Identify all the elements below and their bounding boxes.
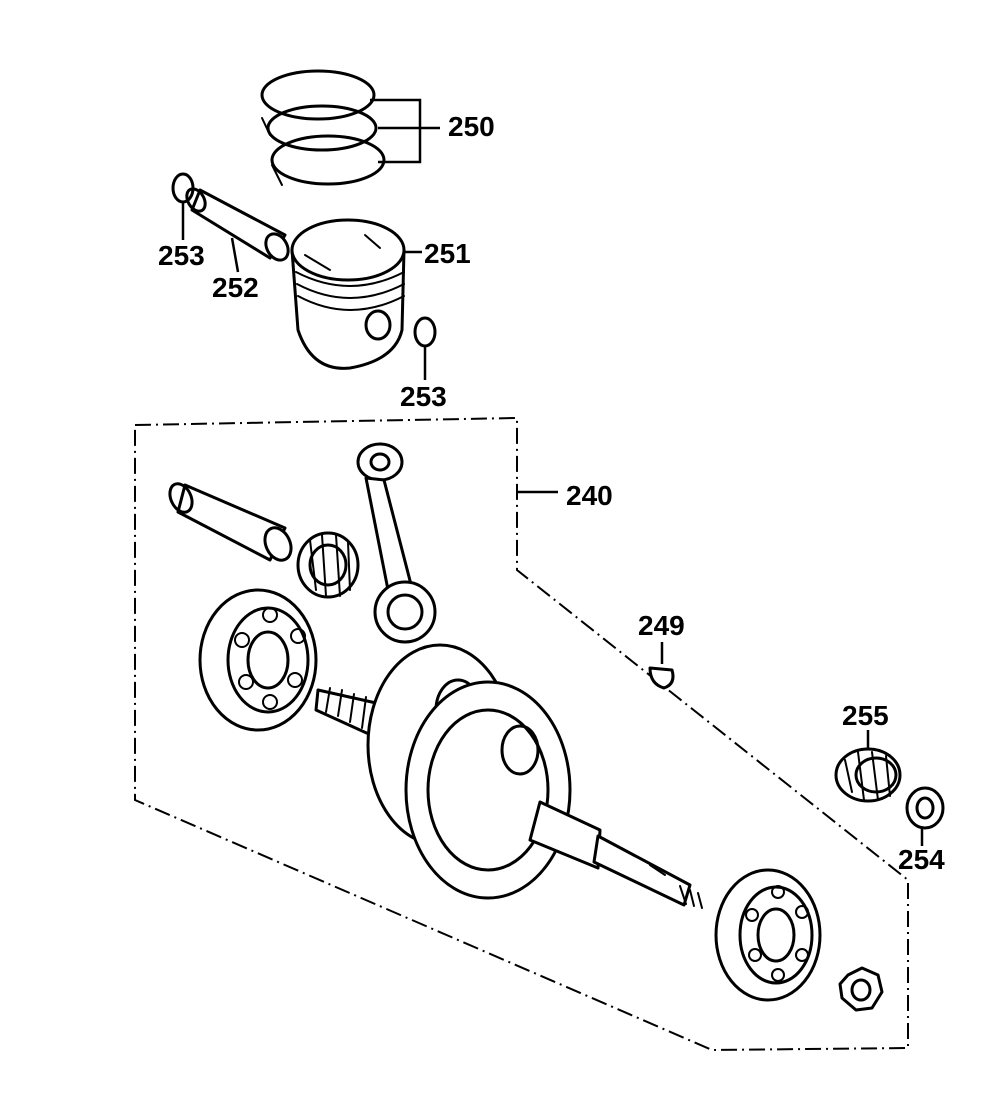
piston-pin — [185, 187, 290, 262]
piston-rings — [260, 69, 386, 186]
part-label-249: 249 — [638, 610, 685, 641]
part-label-253-left: 253 — [158, 240, 205, 271]
needle-bearing-big-end — [296, 531, 360, 599]
piston — [290, 218, 406, 370]
leader-line-250 — [370, 98, 422, 164]
part-label-253-right: 253 — [400, 381, 447, 412]
part-label-255: 255 — [842, 700, 889, 731]
part-label-254: 254 — [898, 844, 945, 875]
crankshaft — [314, 643, 703, 909]
ball-bearing-right — [714, 868, 822, 1002]
leader-line-252 — [230, 237, 240, 273]
part-label-251: 251 — [424, 238, 471, 269]
part-label-240: 240 — [566, 480, 613, 511]
part-label-252: 252 — [212, 272, 259, 303]
ball-bearing-left — [198, 588, 318, 732]
lock-nut — [838, 966, 884, 1012]
connecting-rod — [356, 442, 437, 644]
crank-pin — [168, 482, 293, 562]
needle-bearing-255 — [834, 747, 902, 803]
woodruff-key — [648, 666, 675, 690]
circlip-right — [413, 316, 437, 348]
part-label-250: 250 — [448, 111, 495, 142]
washer-254 — [905, 786, 945, 830]
crankshaft-kit-boundary — [134, 416, 909, 1052]
